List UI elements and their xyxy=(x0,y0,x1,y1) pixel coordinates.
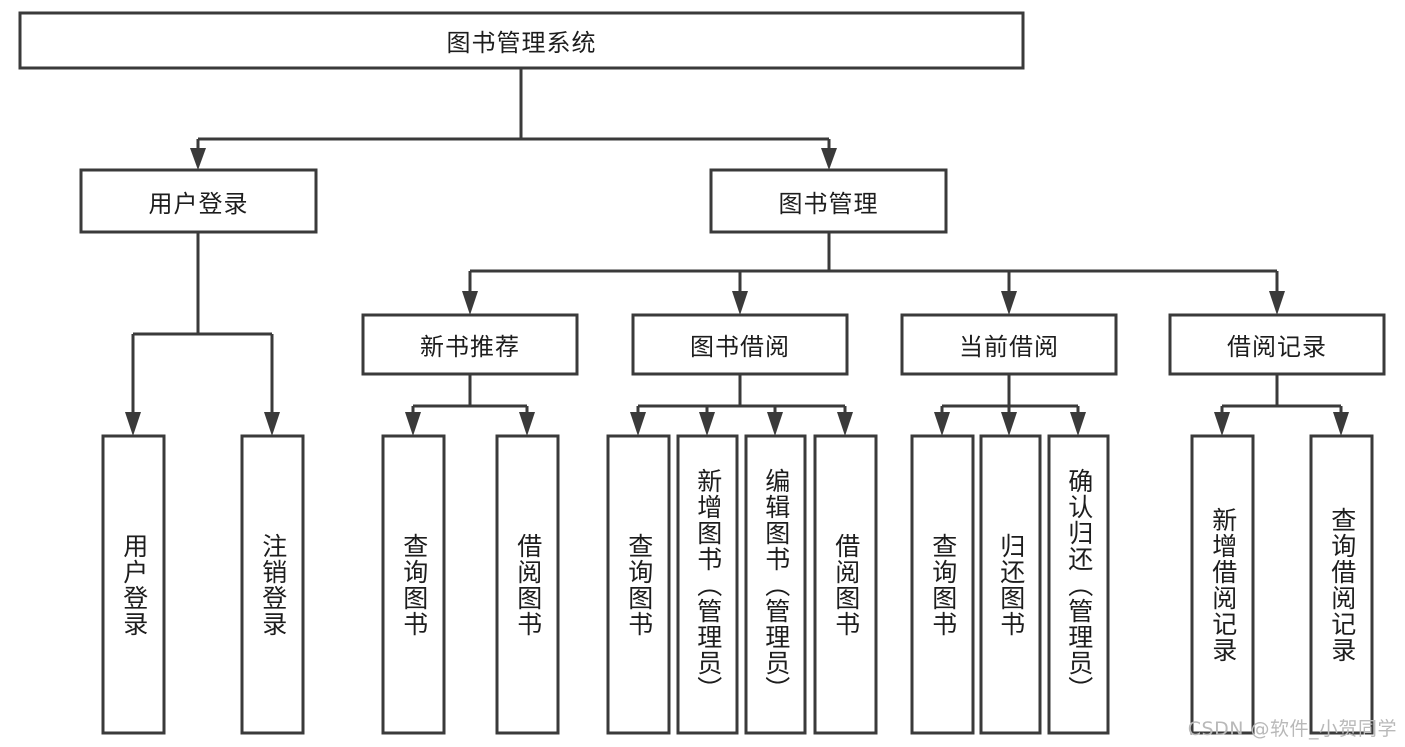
leaf-box-new-book-1[interactable] xyxy=(495,434,560,735)
arrow-head-icon xyxy=(630,412,646,436)
connector-group-current-borrow xyxy=(934,374,1086,436)
connector-group-root xyxy=(190,68,837,170)
leaf-box-current-borrow-2[interactable] xyxy=(1047,434,1110,735)
node-level3-current-borrow-box[interactable] xyxy=(900,313,1118,376)
leaf-box-book-borrow-2[interactable] xyxy=(744,434,807,735)
leaf-box-book-borrow-0[interactable] xyxy=(606,434,671,735)
arrow-head-icon xyxy=(732,291,748,315)
leaf-box-current-borrow-0[interactable] xyxy=(910,434,975,735)
arrow-head-icon xyxy=(125,412,141,436)
arrow-head-icon xyxy=(1214,412,1230,436)
node-level3-new-book-box[interactable] xyxy=(361,313,579,376)
arrow-head-icon xyxy=(1333,412,1349,436)
arrow-head-icon xyxy=(821,148,837,170)
arrow-head-icon xyxy=(1269,291,1285,315)
leaf-box-book-borrow-3[interactable] xyxy=(813,434,878,735)
arrow-head-icon xyxy=(405,412,421,436)
arrow-head-icon xyxy=(462,291,478,315)
connector-group-borrow-record xyxy=(1214,374,1349,436)
arrow-head-icon xyxy=(190,148,206,170)
arrow-head-icon xyxy=(1001,412,1017,436)
connector-group-book-management xyxy=(462,232,1285,315)
connector-group-book-borrow xyxy=(630,374,853,436)
arrow-head-icon xyxy=(1070,412,1086,436)
arrow-head-icon xyxy=(264,412,280,436)
node-root-box[interactable] xyxy=(18,11,1025,70)
leaf-box-user-login-1[interactable] xyxy=(240,434,305,735)
arrow-head-icon xyxy=(934,412,950,436)
node-level2-user-login-box[interactable] xyxy=(79,168,318,234)
node-level2-book-management-box[interactable] xyxy=(709,168,948,234)
connector-group-user-login xyxy=(125,232,280,436)
node-level3-book-borrow-box[interactable] xyxy=(631,313,849,376)
csdn-watermark: CSDN @软件_小贺同学 xyxy=(1187,718,1397,740)
connector-group-new-book xyxy=(405,374,535,436)
leaf-box-book-borrow-1[interactable] xyxy=(676,434,739,735)
node-level3-borrow-record-box[interactable] xyxy=(1168,313,1386,376)
arrow-head-icon xyxy=(519,412,535,436)
leaf-box-user-login-0[interactable] xyxy=(101,434,166,735)
leaf-box-borrow-record-1[interactable] xyxy=(1309,434,1374,735)
arrow-head-icon xyxy=(837,412,853,436)
arrow-head-icon xyxy=(1001,291,1017,315)
arrow-head-icon xyxy=(767,412,783,436)
leaf-box-current-borrow-1[interactable] xyxy=(979,434,1042,735)
arrow-head-icon xyxy=(699,412,715,436)
leaf-box-borrow-record-0[interactable] xyxy=(1190,434,1255,735)
leaf-box-new-book-0[interactable] xyxy=(381,434,446,735)
